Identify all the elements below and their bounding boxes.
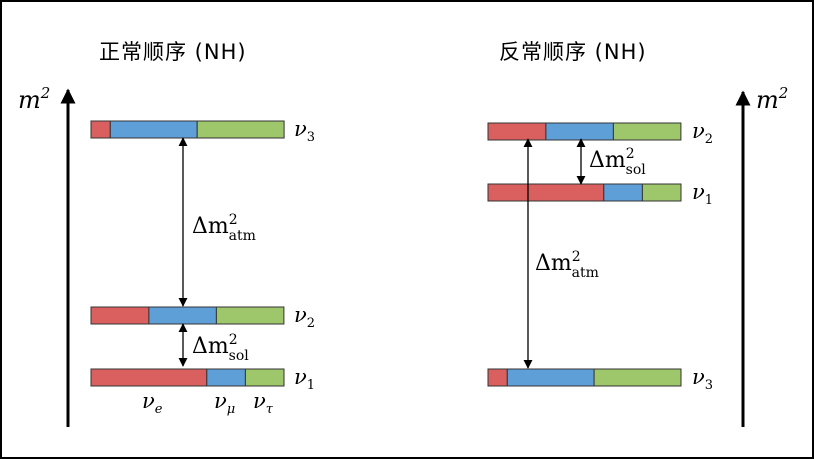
normal-level-1-tau-segment xyxy=(244,368,285,387)
normal-level-2-e-segment xyxy=(90,306,150,325)
normal-level-2-tau-segment xyxy=(215,306,285,325)
flavor-label-mu: νμ xyxy=(214,389,235,417)
normal-level-2-label: ν2 xyxy=(294,303,315,331)
normal-level-3-e-segment xyxy=(90,120,111,139)
normal-level-1-label: ν1 xyxy=(294,365,315,393)
inverted-level-1-tau-segment xyxy=(641,183,682,202)
inverted-level-2-e-segment xyxy=(487,122,547,141)
inverted-level-2-tau-segment xyxy=(612,122,682,141)
normal-level-3-mu-segment xyxy=(109,120,198,139)
inverted-level-3-e-segment xyxy=(487,368,508,387)
normal-ordering-title: 正常顺序 (NH) xyxy=(99,40,247,64)
normal-level-3-tau-segment xyxy=(196,120,285,139)
inverted-level-2-label: ν2 xyxy=(692,119,713,147)
flavor-label-e: νe xyxy=(142,389,163,417)
inverted-ordering-title: 反常顺序 (NH) xyxy=(499,40,647,64)
inverted-level-1-label: ν1 xyxy=(692,180,713,208)
normal-level-3-label: ν3 xyxy=(294,117,315,145)
inverted-level-3-label: ν3 xyxy=(692,365,713,393)
normal-axis-label: m2 xyxy=(18,84,50,114)
normal-level-1-e-segment xyxy=(90,368,208,387)
inverted-level-3-tau-segment xyxy=(593,368,682,387)
inverted-level-1-mu-segment xyxy=(603,183,643,202)
inverted-level-1-e-segment xyxy=(487,183,605,202)
normal-level-2-mu-segment xyxy=(148,306,217,325)
flavor-label-tau: ντ xyxy=(253,389,274,417)
normal-level-1-mu-segment xyxy=(206,368,246,387)
inverted-axis-label: m2 xyxy=(756,84,788,114)
inverted-level-3-mu-segment xyxy=(506,368,595,387)
inverted-level-2-mu-segment xyxy=(545,122,614,141)
